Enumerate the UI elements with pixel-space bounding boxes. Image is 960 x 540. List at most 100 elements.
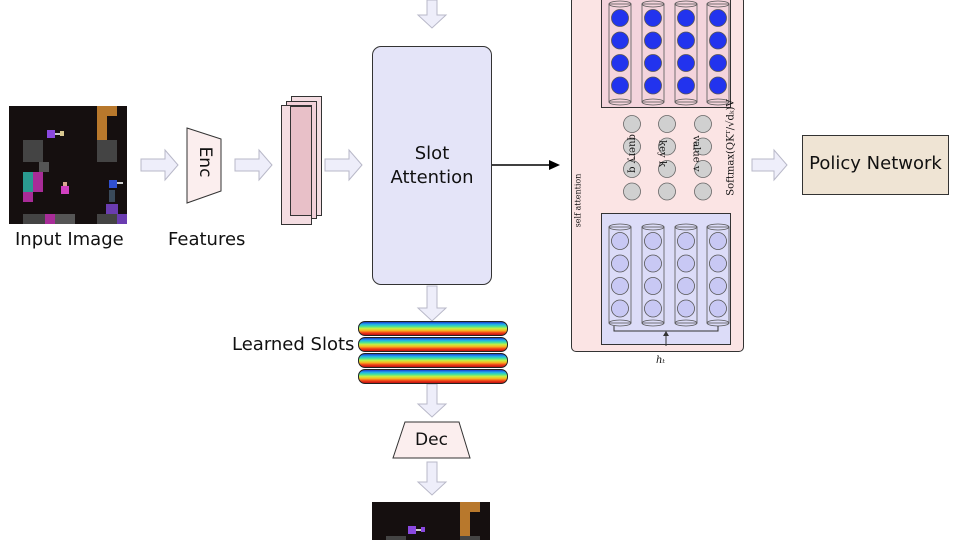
hidden-state-label: hₜ <box>656 355 665 366</box>
input-node <box>709 277 727 295</box>
arrow-top-into-slot-attention <box>416 0 448 29</box>
reconstructed-image <box>372 502 490 540</box>
arrow-input-to-enc <box>140 148 179 182</box>
qkv-node <box>658 137 676 156</box>
input-node <box>644 232 662 250</box>
output-cylinder <box>706 3 730 103</box>
output-cylinder-bottom <box>608 98 632 106</box>
arrow-features-to-slot-attention <box>324 148 363 182</box>
input-node <box>709 232 727 250</box>
output-node <box>677 76 695 95</box>
arrow-slots-to-dec <box>416 383 448 418</box>
qkv-node <box>694 115 712 133</box>
input-cylinder-bottom <box>608 319 632 327</box>
output-cylinder-top <box>641 0 665 8</box>
input-node <box>709 254 727 273</box>
qkv-node <box>658 160 676 178</box>
output-node <box>677 31 695 50</box>
input-image <box>9 106 127 224</box>
qkv-node <box>694 137 712 156</box>
output-cylinder-top <box>674 0 698 8</box>
qkv-node <box>658 115 676 133</box>
input-cylinder <box>608 226 632 324</box>
learned-slot <box>358 337 508 352</box>
input-node <box>611 277 629 295</box>
output-cylinder-bottom <box>641 98 665 106</box>
output-node <box>709 31 727 50</box>
learned-slot <box>358 369 508 384</box>
output-cylinder <box>608 3 632 103</box>
input-image-label: Input Image <box>15 229 124 250</box>
input-node <box>677 277 695 295</box>
input-node <box>709 299 727 318</box>
slot-attention-label-line1: Slot <box>414 143 450 164</box>
output-node <box>611 31 629 50</box>
input-node <box>677 254 695 273</box>
decoder-label: Dec <box>415 430 448 450</box>
output-node <box>644 76 662 95</box>
output-cylinder-bottom <box>706 98 730 106</box>
output-node <box>677 9 695 27</box>
learned-slot <box>358 321 508 336</box>
output-cylinder-top <box>608 0 632 8</box>
input-cylinder <box>674 226 698 324</box>
query-label: query q <box>626 134 638 173</box>
softmax-label: Softmax(QKᵀ/√dₖ)V <box>725 99 737 196</box>
features-label: Features <box>168 229 246 250</box>
output-node <box>709 76 727 95</box>
output-cylinder-top <box>706 0 730 8</box>
output-node <box>611 9 629 27</box>
output-node <box>644 31 662 50</box>
output-node <box>611 76 629 95</box>
qkv-node <box>623 160 641 178</box>
qkv-node <box>623 137 641 156</box>
qkv-node <box>658 182 676 201</box>
input-node <box>677 299 695 318</box>
input-image-pixels <box>23 106 127 224</box>
input-cylinder-top <box>706 223 730 231</box>
input-node <box>611 299 629 318</box>
qkv-node <box>623 182 641 201</box>
output-node <box>709 54 727 72</box>
arrowhead-icon <box>549 160 560 170</box>
input-cylinder-top <box>641 223 665 231</box>
reconstructed-image-pixels <box>386 502 480 540</box>
input-node <box>644 299 662 318</box>
qkv-node <box>623 115 641 133</box>
value-label: value v <box>690 135 702 172</box>
input-cylinder-top <box>674 223 698 231</box>
input-node <box>644 254 662 273</box>
learned-slot <box>358 353 508 368</box>
arrowhead-icon <box>663 331 669 336</box>
key-label: key k <box>656 140 668 167</box>
arrow-dec-to-output <box>416 461 448 496</box>
arrow-attention-to-policy <box>751 148 788 182</box>
input-cylinder-top <box>608 223 632 231</box>
input-cylinder <box>641 226 665 324</box>
qkv-node <box>694 160 712 178</box>
feature-map-fill <box>290 106 312 216</box>
output-node <box>677 54 695 72</box>
input-node <box>644 277 662 295</box>
input-cylinder-bottom <box>641 319 665 327</box>
input-cylinder-bottom <box>674 319 698 327</box>
output-node <box>611 54 629 72</box>
arrow-enc-to-features <box>234 148 273 182</box>
output-node <box>644 9 662 27</box>
input-cylinder <box>706 226 730 324</box>
slot-attention-block <box>372 46 492 285</box>
slot-attention-label-line2: Attention <box>390 167 474 188</box>
output-node <box>709 9 727 27</box>
output-cylinder <box>674 3 698 103</box>
input-node <box>677 232 695 250</box>
policy-network-label: Policy Network <box>809 153 942 174</box>
policy-network-block <box>802 135 949 195</box>
output-cylinder-bottom <box>674 98 698 106</box>
input-node <box>611 232 629 250</box>
input-bracket <box>613 326 719 332</box>
qkv-node <box>694 182 712 201</box>
